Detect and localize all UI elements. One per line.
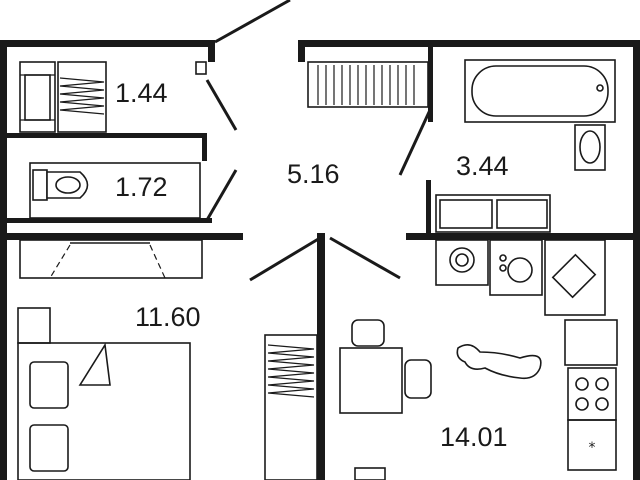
wardrobe-icon xyxy=(307,61,429,108)
dog-icon xyxy=(456,344,542,380)
stove-icon xyxy=(567,367,617,421)
fridge-icon: * xyxy=(567,419,617,471)
toilet-icon xyxy=(32,169,89,201)
storage-room xyxy=(19,61,107,133)
bedroom-area-label: 11.60 xyxy=(135,302,201,332)
kitchen-living-area-label: 14.01 xyxy=(440,422,508,452)
bathroom-room xyxy=(307,59,616,233)
wc-area-label: 1.72 xyxy=(115,172,168,202)
wardrobe-icon xyxy=(264,334,318,480)
washer-icon xyxy=(435,194,551,233)
stove-icon xyxy=(435,239,489,286)
storage-area-label: 1.44 xyxy=(115,78,168,108)
kitchen-sink-icon xyxy=(544,239,606,316)
bathroom-area-label: 3.44 xyxy=(456,151,509,181)
hallway-area-label: 5.16 xyxy=(287,159,340,189)
door-swings xyxy=(195,61,432,282)
sink-icon xyxy=(574,124,606,171)
svg-text:*: * xyxy=(589,440,596,456)
entrance-door xyxy=(214,0,291,44)
kitchen-living-room: * xyxy=(264,239,618,480)
bed-icon xyxy=(17,342,191,480)
walls xyxy=(0,40,640,480)
bathtub-icon xyxy=(464,59,616,123)
dining-table-icon xyxy=(339,319,432,480)
wc-room xyxy=(29,162,201,219)
dryer-icon xyxy=(489,239,543,296)
bedroom-room xyxy=(17,239,203,480)
